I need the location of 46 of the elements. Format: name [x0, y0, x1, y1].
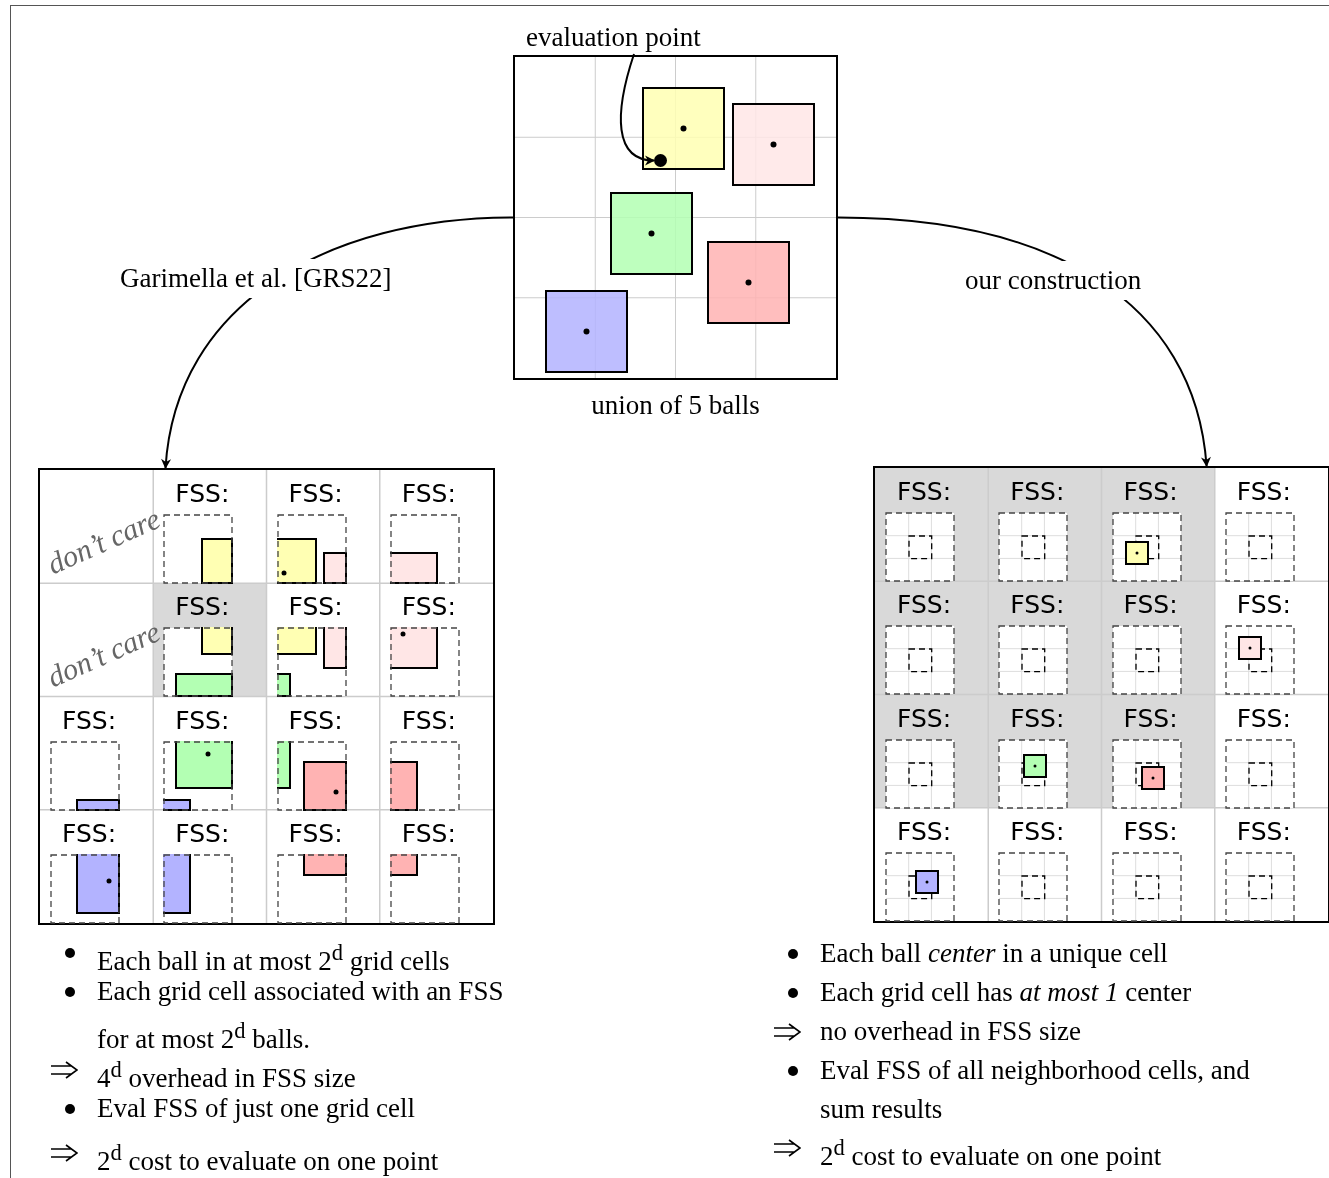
cell-label: FSS:: [175, 705, 230, 736]
bullet-text: Each grid cell associated with an FSS for at most 2$^{d}$ balls.: [97, 976, 505, 1056]
bullet-text: 4$^{d}$ overhead in FSS size: [97, 1056, 356, 1095]
cell-label: FSS:: [175, 818, 230, 849]
cell-label: FSS:: [288, 818, 343, 849]
bullet-text: Each grid cell has at most 1 center: [820, 976, 1192, 1009]
node-label: union of 5 balls: [590, 389, 761, 422]
bullet-text: Each ball in at most 2$^{d}$ grid cells: [97, 939, 450, 978]
cell-label: FSS:: [1236, 477, 1291, 507]
cell-label: FSS:: [897, 703, 952, 734]
cell-label: FSS:: [897, 590, 952, 621]
cell-label: FSS:: [1010, 816, 1065, 847]
cell-label: FSS:: [1010, 590, 1065, 621]
cell-label: FSS:: [1123, 590, 1178, 621]
arrow: [619, 53, 655, 165]
cell-label: FSS:: [62, 818, 117, 849]
ball-plot-panel: [513, 55, 838, 380]
cell-label: FSS:: [288, 479, 343, 509]
bullet-text: no overhead in FSS size: [820, 1015, 1081, 1048]
cell-label: FSS:: [175, 592, 230, 623]
cell-label: FSS:: [897, 816, 952, 847]
edge-label: our construction: [963, 261, 1144, 300]
cell-label: FSS:: [401, 592, 456, 623]
cell-label: FSS:: [401, 818, 456, 849]
cell-label: FSS:: [1010, 703, 1065, 734]
cell-label: FSS:: [175, 479, 230, 509]
cell-label: FSS:: [1123, 477, 1178, 507]
bullet-text: Each ball center in a unique cell: [820, 937, 1168, 970]
cell-label: FSS:: [1236, 590, 1291, 621]
cell-label: FSS:: [1123, 703, 1178, 734]
cell-label: FSS:: [401, 479, 456, 509]
cell-label: FSS:: [1010, 477, 1065, 507]
cell-label: FSS:: [1236, 816, 1291, 847]
cell-label: don’t care: [42, 614, 166, 695]
bullet-text: 2$^{d}$ cost to evaluate on one point: [97, 1139, 439, 1178]
bullet-text: Eval FSS of just one grid cell: [97, 1092, 415, 1125]
cell-label: FSS:: [897, 477, 952, 507]
cell-label: FSS:: [288, 705, 343, 736]
cell-label: don’t care: [42, 501, 166, 582]
bullet-text: 2$^{d}$ cost to evaluate on one point: [820, 1134, 1162, 1173]
cell-label: FSS:: [1236, 703, 1291, 734]
cell-label: FSS:: [1123, 816, 1178, 847]
cell-label: FSS:: [401, 705, 456, 736]
cell-label: FSS:: [62, 705, 117, 736]
cell-label: FSS:: [288, 592, 343, 623]
leader-label: evaluation point: [526, 18, 766, 54]
